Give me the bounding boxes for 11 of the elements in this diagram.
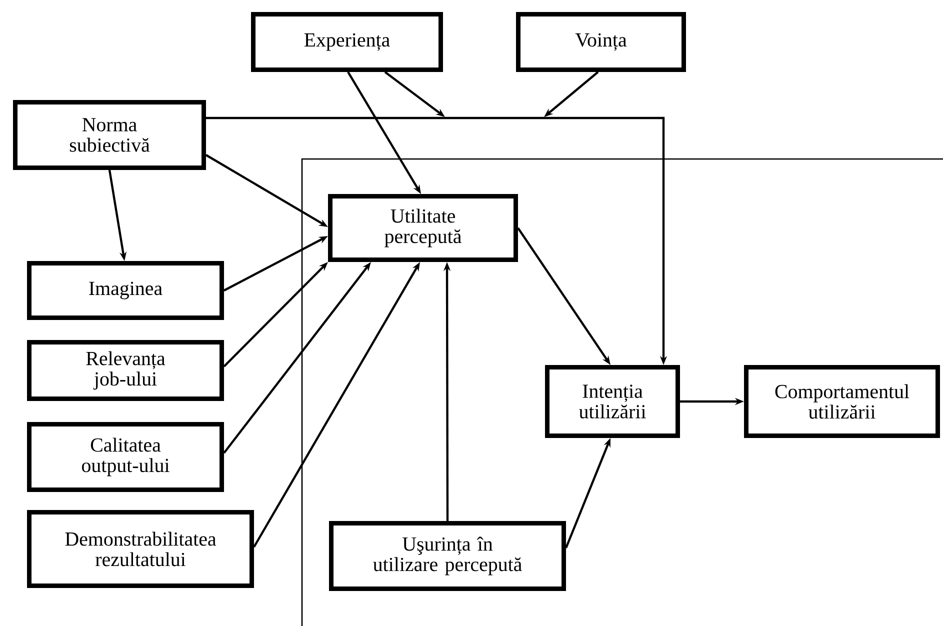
concept-box: Intenția utilizării [545, 365, 680, 438]
concept-box: Uşurința în utilizare percepută [329, 521, 566, 591]
concept-box: Relevanța job-ului [27, 340, 224, 401]
concept-box: Imaginea [27, 261, 224, 320]
concept-box: Utilitate percepută [328, 194, 518, 262]
concept-box: Experiența [251, 12, 443, 72]
concept-box: Voința [516, 12, 686, 72]
concept-box: Norma subiectivă [13, 100, 206, 170]
concept-box: Demonstrabilitatea rezultatului [27, 510, 254, 588]
concept-box: Comportamentul utilizării [744, 365, 940, 438]
concept-box: Calitatea output-ului [27, 422, 224, 492]
